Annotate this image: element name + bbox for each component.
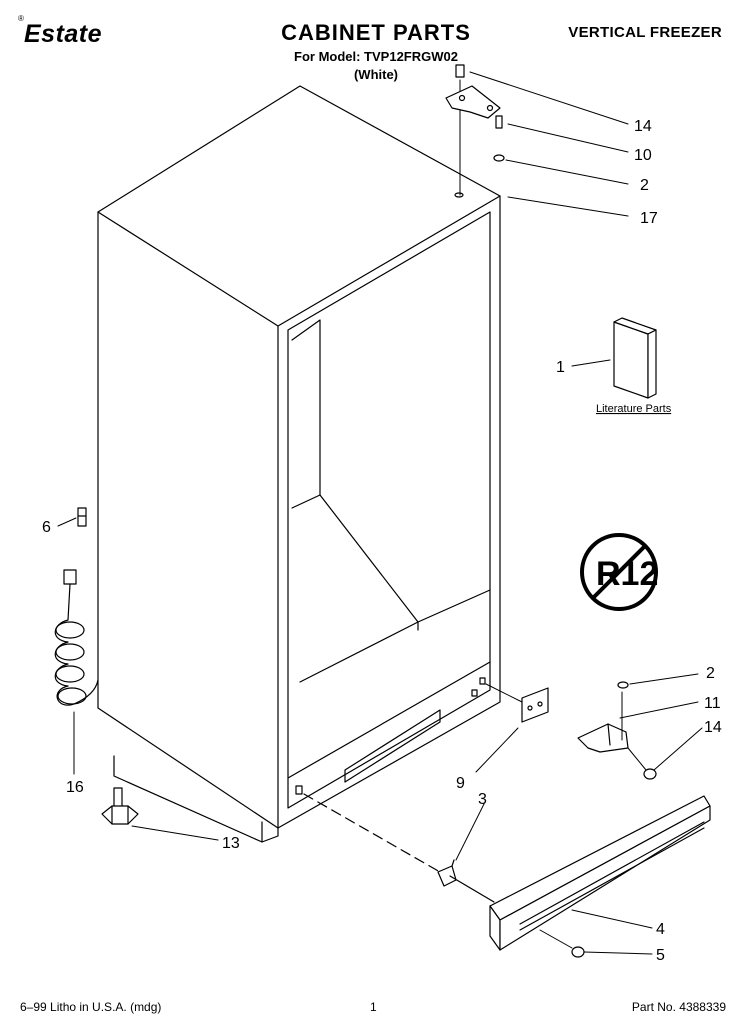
footer-litho-note: 6–99 Litho in U.S.A. (mdg) (20, 1000, 162, 1014)
callout-5: 5 (656, 947, 665, 964)
callout-14-top: 14 (634, 118, 652, 135)
callout-numbers: 14 10 2 17 1 6 16 13 2 11 14 9 3 4 5 (42, 118, 722, 964)
leveling-leg (101, 787, 139, 825)
cord-clip (77, 507, 87, 527)
footer-page-number: 1 (370, 1000, 377, 1014)
r12-logo-text: R12 (596, 555, 658, 593)
color-line: (White) (353, 67, 399, 82)
callout-17: 17 (640, 210, 658, 227)
r12-prohibited-logo: R12 (580, 533, 658, 611)
dashed-guide-line (303, 793, 441, 873)
brand-logo: Estate (24, 20, 103, 48)
bottom-hinge-assembly (485, 681, 657, 780)
callout-2-bottom: 2 (706, 665, 715, 682)
callout-1: 1 (556, 359, 565, 376)
footer-part-number: Part No. 4388339 (631, 1000, 726, 1014)
callout-3: 3 (478, 791, 487, 808)
callout-2-top: 2 (640, 177, 649, 194)
callout-6: 6 (42, 519, 51, 536)
callout-4: 4 (656, 921, 665, 938)
leader-lines (57, 71, 703, 955)
literature-booklet (613, 317, 657, 399)
cabinet-body (97, 85, 501, 843)
callout-9: 9 (456, 775, 465, 792)
literature-parts-label: Literature Parts (596, 403, 672, 415)
top-hinge-assembly (445, 64, 505, 198)
registered-mark: ® (18, 14, 24, 23)
callout-10: 10 (634, 147, 652, 164)
clip-guide-line (449, 875, 495, 903)
callout-14-bottom: 14 (704, 719, 722, 736)
page-title: CABINET PARTS (281, 20, 471, 45)
grille-screw (539, 929, 585, 958)
callout-11: 11 (704, 695, 721, 712)
toe-grille (489, 795, 711, 951)
callout-16: 16 (66, 779, 84, 796)
model-line: For Model: TVP12FRGW02 (294, 49, 458, 64)
product-category: VERTICAL FREEZER (568, 24, 722, 41)
callout-13: 13 (222, 835, 240, 852)
power-cord (54, 569, 99, 706)
grille-clip (437, 859, 457, 887)
